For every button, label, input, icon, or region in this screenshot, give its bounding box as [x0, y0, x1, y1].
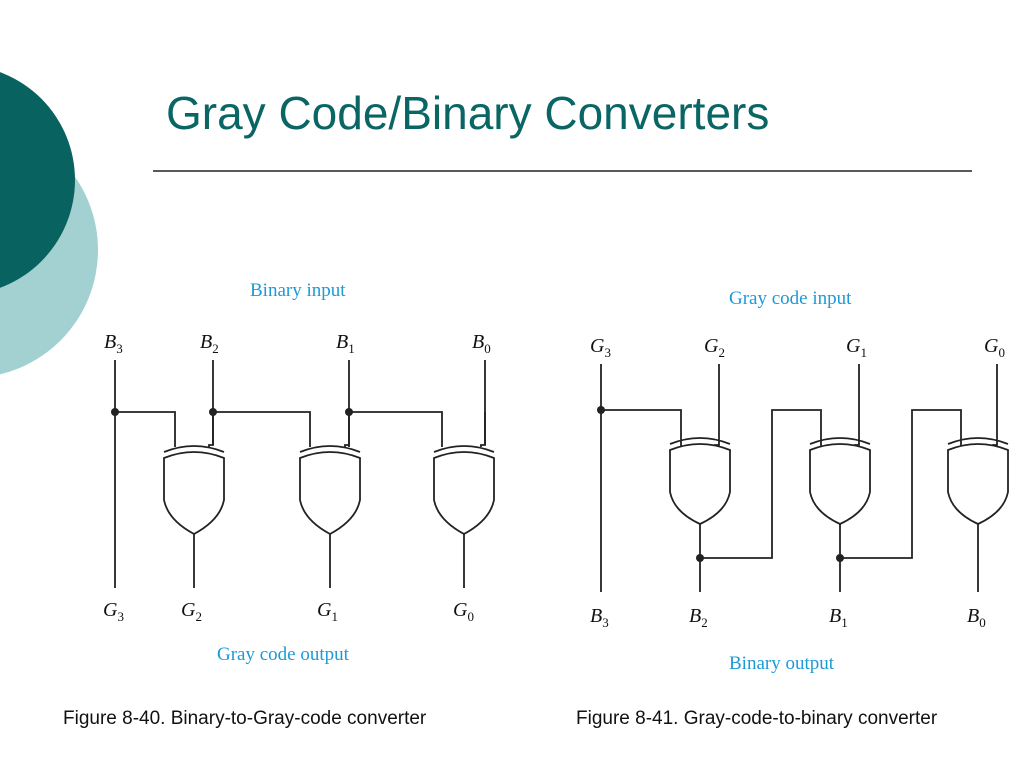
input-label-g3: G3: [590, 335, 611, 360]
output-label-g2: G2: [181, 599, 202, 624]
input-label-b1: B1: [336, 331, 355, 356]
input-label-g1: G1: [846, 335, 867, 360]
input-label-b0: B0: [472, 331, 491, 356]
gray-to-binary-diagram: Gray code input G3 G2 G1 G0 B3 B2 B1 B0 …: [590, 288, 1009, 674]
gray-code-output-label: Gray code output: [217, 644, 350, 665]
output-label-b2: B2: [689, 605, 708, 630]
junction-dot: [696, 554, 704, 562]
junction-dot: [345, 408, 353, 416]
output-label-g0: G0: [453, 599, 474, 624]
xor-gate: [299, 445, 361, 536]
xor-gate: [433, 445, 495, 536]
slide-title: Gray Code/Binary Converters: [166, 87, 770, 139]
output-label-b1: B1: [829, 605, 848, 630]
xor-gate: [163, 445, 225, 536]
xor-gate: [809, 437, 871, 525]
output-label-g3: G3: [103, 599, 124, 624]
junction-dot: [836, 554, 844, 562]
output-label-b0: B0: [967, 605, 986, 630]
binary-output-label: Binary output: [729, 653, 835, 674]
dark-teal-circle: [0, 72, 75, 288]
binary-to-gray-diagram: Binary input B3 B2 B1 B0 G3 G2 G1 G0: [103, 280, 495, 665]
figure-40-caption: Figure 8-40. Binary-to-Gray-code convert…: [63, 708, 427, 729]
input-label-b3: B3: [104, 331, 123, 356]
wires: [114, 360, 486, 588]
junction-dot: [209, 408, 217, 416]
junction-dot: [597, 406, 605, 414]
xor-gate: [947, 437, 1009, 525]
figure-41-caption: Figure 8-41. Gray-code-to-binary convert…: [576, 708, 938, 729]
input-label-g2: G2: [704, 335, 725, 360]
output-label-g1: G1: [317, 599, 338, 624]
binary-input-label: Binary input: [250, 280, 346, 301]
input-label-g0: G0: [984, 335, 1005, 360]
output-label-b3: B3: [590, 605, 609, 630]
junction-dot: [111, 408, 119, 416]
input-label-b2: B2: [200, 331, 219, 356]
wires: [600, 364, 998, 592]
xor-gate: [669, 437, 731, 525]
gray-code-input-label: Gray code input: [729, 288, 852, 309]
